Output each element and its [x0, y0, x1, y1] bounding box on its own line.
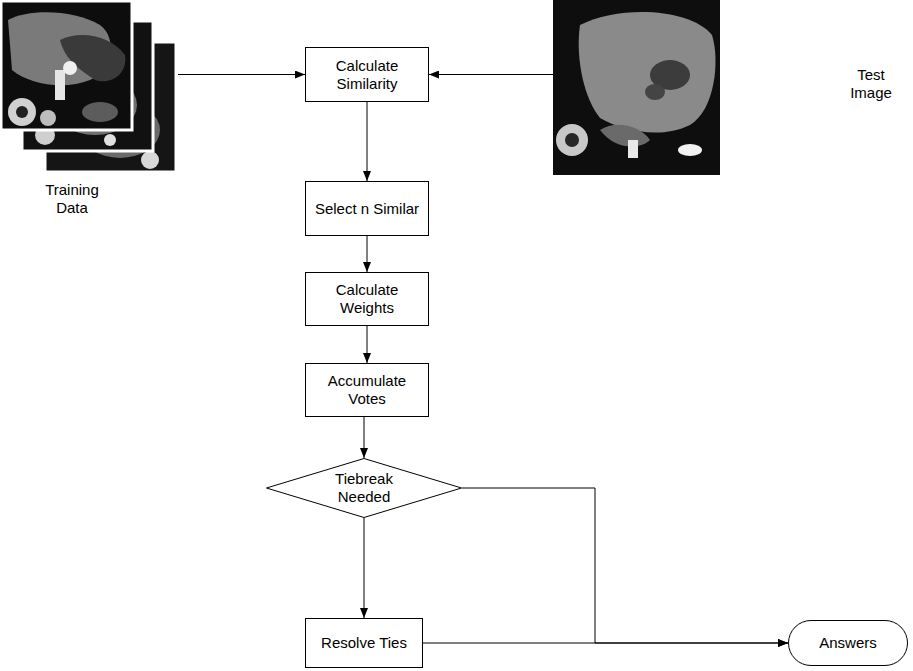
- ct-slice-front: [1, 1, 132, 130]
- node-label: Calculate Weights: [306, 281, 428, 317]
- process-box: Select n Similar: [305, 181, 429, 236]
- node-label: Answers: [813, 634, 883, 652]
- flow-arrow: [462, 488, 788, 643]
- flow-arrow: [423, 643, 788, 644]
- diamond-shape: [267, 459, 462, 518]
- flow-arrow: [364, 417, 365, 458]
- flow-arrow: [429, 74, 553, 75]
- node-label: Tiebreak Needed: [316, 470, 412, 506]
- process-box: Accumulate Votes: [305, 363, 429, 417]
- flow-arrow: [364, 518, 365, 618]
- terminal-pill: Answers: [788, 620, 908, 666]
- process-box: Resolve Ties: [305, 618, 423, 668]
- decision-diamond: Tiebreak Needed: [266, 458, 462, 518]
- node-label: Calculate Similarity: [306, 57, 428, 93]
- node-label: Accumulate Votes: [306, 372, 428, 408]
- flow-arrow: [367, 236, 368, 272]
- flow-arrow: [367, 102, 368, 181]
- node-label: Select n Similar: [309, 200, 425, 218]
- node-label: Resolve Ties: [315, 634, 413, 652]
- process-box: Calculate Weights: [305, 272, 429, 326]
- process-box: Calculate Similarity: [305, 47, 429, 102]
- image-caption: Training Data: [30, 181, 114, 217]
- image-stack: Training Data: [0, 0, 178, 215]
- image-caption: Test Image: [836, 66, 906, 102]
- test-image: Test Image: [553, 0, 910, 175]
- ct-test-slice: [553, 0, 720, 175]
- flow-arrow: [367, 326, 368, 363]
- flow-arrow: [178, 74, 305, 75]
